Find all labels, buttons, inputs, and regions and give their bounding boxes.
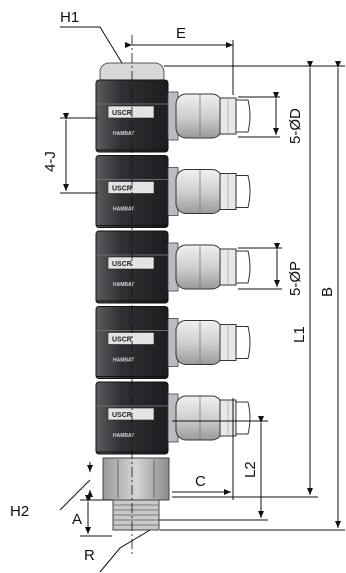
l1-label: L1 (291, 326, 308, 343)
brand-sublabel: HAMBAT (113, 131, 134, 137)
b-label: B (319, 287, 336, 297)
c-label: C (195, 473, 206, 490)
j-label: 4-J (42, 151, 59, 172)
manifold-body: USCR HAMBAT USCR HAMBAT USCR HAMBAT USCR HAMBAT… (95, 79, 251, 455)
brand-sublabel: HAMBAT (113, 433, 134, 439)
brand-label: USCR (112, 110, 132, 117)
d-label: 5-ØD (287, 108, 304, 144)
brand-sublabel: HAMBAT (113, 282, 134, 288)
p-label: 5-ØP (287, 261, 304, 296)
h2-label: H2 (10, 503, 29, 520)
brand-label: USCR (112, 412, 132, 419)
manifold-module: USCR HAMBAT (95, 306, 251, 379)
brand-sublabel: HAMBAT (113, 207, 134, 213)
l2-label: L2 (242, 461, 259, 478)
a-label: A (72, 511, 82, 528)
thread-fitting (102, 457, 170, 531)
manifold-module: USCR HAMBAT (95, 381, 251, 455)
manifold-module: USCR HAMBAT (95, 230, 251, 304)
brand-label: USCR (112, 186, 132, 193)
brand-sublabel: HAMBAT (113, 358, 134, 364)
manifold-module: USCR HAMBAT (95, 155, 251, 228)
brand-label: USCR (112, 337, 132, 344)
manifold-module: USCR HAMBAT (95, 79, 251, 153)
brand-label: USCR (112, 261, 132, 268)
r-label: R (84, 547, 95, 564)
e-label: E (176, 25, 186, 42)
h1-label: H1 (60, 9, 79, 26)
